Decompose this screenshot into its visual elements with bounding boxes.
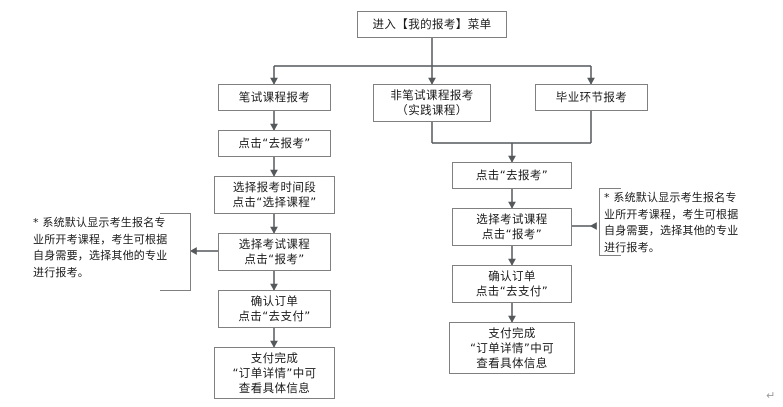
node-left-step-3[interactable]: 选择考试课程 点击“报考” [218, 233, 331, 271]
node-branch-written[interactable]: 笔试课程报考 [218, 84, 331, 111]
node-left-step-2[interactable]: 选择报考时间段 点击“选择课程” [214, 176, 335, 214]
node-branch-nonwritten[interactable]: 非笔试课程报考 （实践课程） [373, 84, 491, 122]
node-right-step-2[interactable]: 选择考试课程 点击“报考” [452, 208, 572, 246]
node-left-step-5[interactable]: 支付完成 “订单详情”中可 查看具体信息 [214, 347, 335, 399]
node-branch-graduation[interactable]: 毕业环节报考 [535, 84, 648, 111]
paragraph-return-mark: ↵ [766, 389, 776, 402]
node-left-step-4[interactable]: 确认订单 点击“去支付” [218, 290, 331, 328]
node-entry[interactable]: 进入【我的报考】菜单 [357, 11, 507, 38]
note-right-text: * 系统默认显示考生报名专 业所开考课程，考生可根据 自身需要，选择其他的专业 … [604, 191, 739, 254]
node-right-step-1[interactable]: 点击“去报考” [452, 162, 572, 189]
node-right-step-4[interactable]: 支付完成 “订单详情”中可 查看具体信息 [449, 322, 575, 374]
node-left-step-1[interactable]: 点击“去报考” [218, 130, 331, 157]
node-right-step-3[interactable]: 确认订单 点击“去支付” [452, 265, 572, 303]
note-left-text: * 系统默认显示考生报名专 业所开考课程，考生可根据 自身需要，选择其他的专业 … [33, 216, 168, 279]
note-right-bracket [599, 188, 621, 256]
